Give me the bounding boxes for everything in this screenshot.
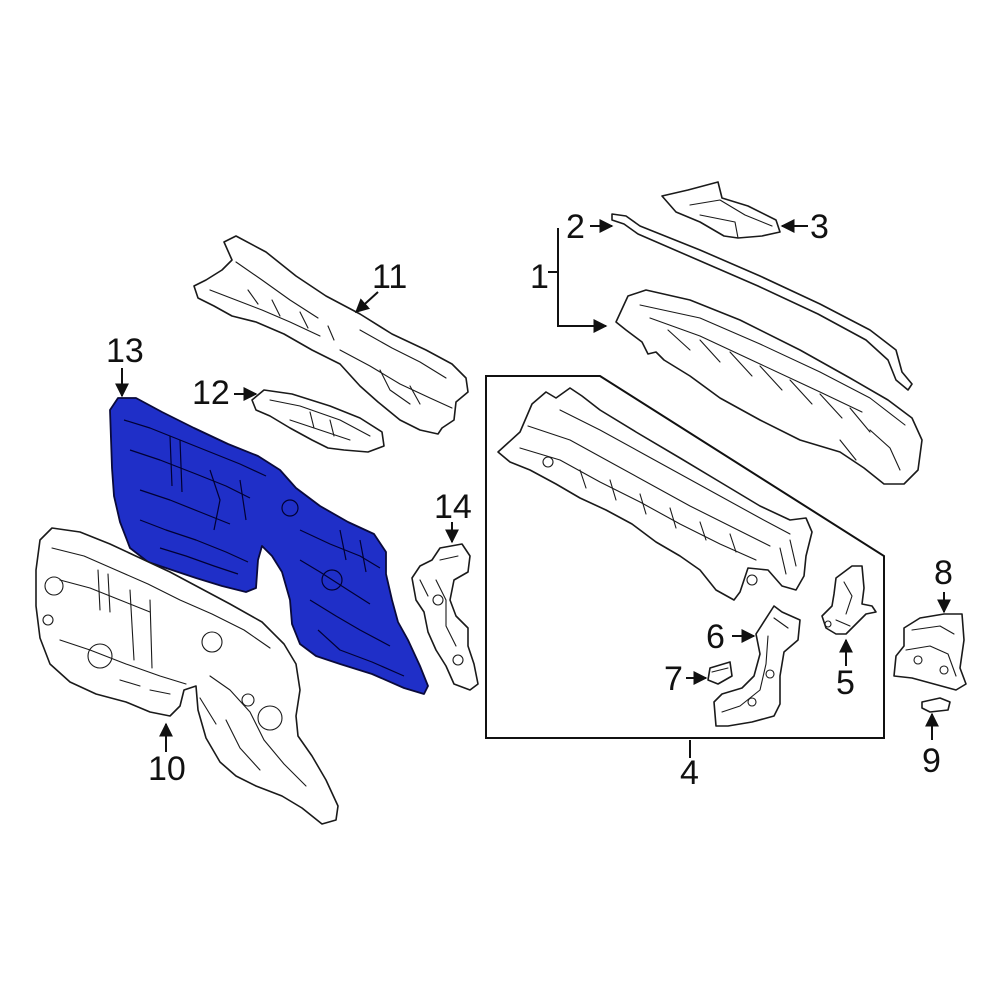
- callout-10[interactable]: 10: [148, 750, 186, 788]
- part-11-insulator[interactable]: [193, 235, 469, 435]
- callout-12[interactable]: 12: [192, 374, 230, 412]
- callout-6[interactable]: 6: [706, 618, 725, 656]
- part-3-bracket[interactable]: [661, 181, 781, 239]
- callout-1[interactable]: 1: [530, 258, 549, 296]
- part-10-dash-panel[interactable]: [35, 527, 339, 825]
- callout-7[interactable]: 7: [664, 660, 683, 698]
- part-6-pillar[interactable]: [713, 605, 801, 727]
- callout-9[interactable]: 9: [922, 742, 941, 780]
- callout-11-leader: [354, 291, 379, 313]
- part-9-pad[interactable]: [921, 697, 951, 713]
- part-12-pad[interactable]: [251, 389, 385, 453]
- part-8-bracket[interactable]: [893, 613, 967, 691]
- callout-2[interactable]: 2: [566, 208, 585, 246]
- callout-14[interactable]: 14: [434, 488, 472, 526]
- callout-1-bracket: [557, 228, 608, 333]
- callout-5[interactable]: 5: [836, 664, 855, 702]
- part-1-cowl-panel[interactable]: [615, 289, 923, 485]
- group-4-box: [485, 375, 885, 739]
- part-14-bracket[interactable]: [411, 543, 479, 691]
- part-4-lower-cowl[interactable]: [497, 387, 813, 601]
- callout-11[interactable]: 11: [372, 258, 407, 296]
- part-13-dash-insulator[interactable]: [109, 397, 429, 695]
- part-2-seal-strip[interactable]: [611, 213, 913, 391]
- part-5-bracket[interactable]: [821, 565, 877, 635]
- callout-13[interactable]: 13: [106, 332, 144, 370]
- part-7-clip[interactable]: [707, 661, 733, 685]
- callout-4[interactable]: 4: [680, 754, 699, 792]
- callout-3[interactable]: 3: [810, 208, 829, 246]
- callout-8[interactable]: 8: [934, 554, 953, 592]
